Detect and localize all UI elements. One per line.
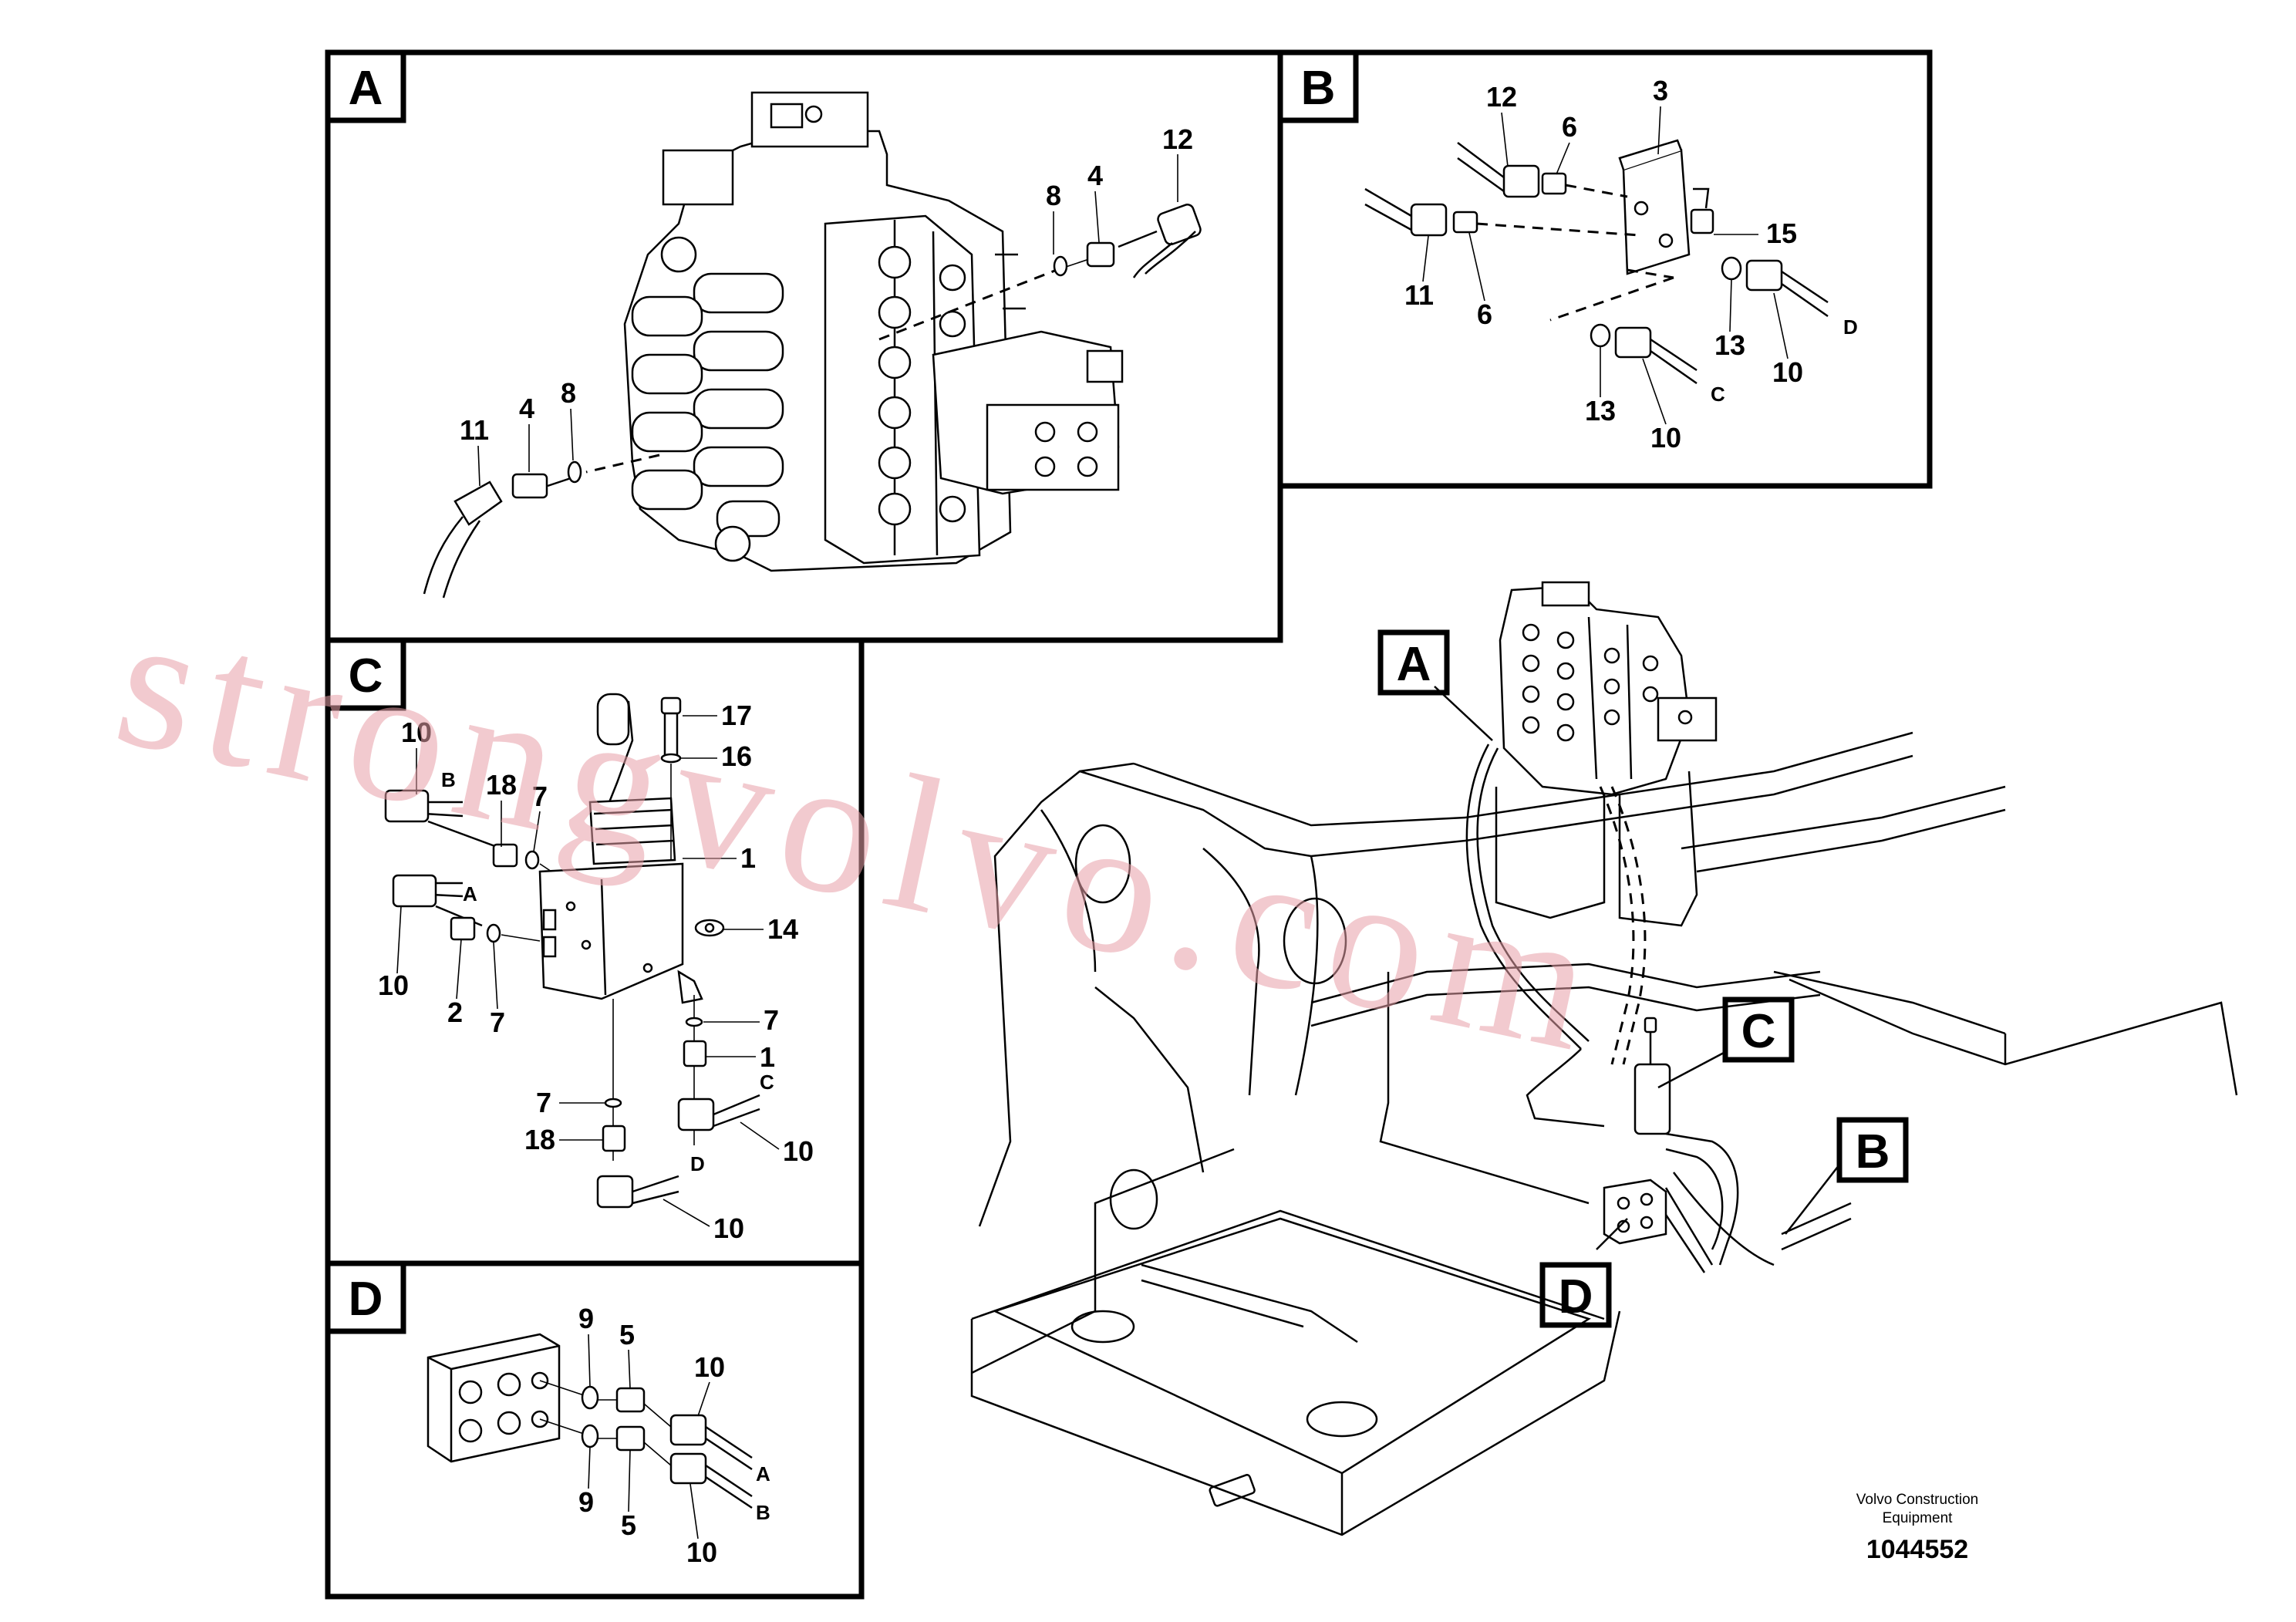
- hose-tag: C: [1711, 383, 1725, 406]
- callout-label: 6: [1477, 298, 1492, 330]
- callout-label: 13: [1585, 395, 1616, 427]
- callout-label: 10: [686, 1536, 717, 1568]
- panel-c-letter: C: [349, 649, 383, 703]
- overview-tag-a-letter: A: [1397, 638, 1431, 691]
- callout-label: 9: [578, 1303, 594, 1334]
- callout-label: 10: [713, 1212, 744, 1244]
- overview-tag-a: A: [1377, 629, 1450, 696]
- callout-label: 7: [764, 1004, 779, 1036]
- panel-b: B 12 6 3 15: [1277, 49, 1933, 489]
- panel-c-callouts: 17 16 10 B 18 7 1 A 14 10 2 7 7 1: [378, 700, 814, 1244]
- title-block: Volvo Construction Equipment 1044552: [1856, 1492, 1978, 1564]
- drawing-number: 1044552: [1866, 1535, 1968, 1564]
- hose-tag: A: [463, 882, 477, 905]
- hose-tag: B: [441, 768, 456, 791]
- callout-label: 11: [460, 414, 489, 446]
- callout-label: 8: [561, 377, 576, 409]
- hose-tag: D: [1843, 315, 1858, 339]
- company-name-line1: Volvo Construction: [1856, 1492, 1978, 1508]
- callout-label: 12: [1486, 81, 1517, 113]
- callout-label: 13: [1714, 329, 1745, 361]
- company-name-line2: Equipment: [1883, 1510, 1954, 1526]
- callout-label: 18: [524, 1124, 555, 1155]
- callout-label: 10: [378, 969, 409, 1001]
- hose-tag: D: [690, 1152, 705, 1175]
- overview-tag-c-letter: C: [1741, 1005, 1776, 1058]
- callout-label: 12: [1162, 123, 1193, 155]
- callout-label: 7: [536, 1087, 551, 1118]
- panel-c: C: [325, 637, 865, 1266]
- callout-label: 15: [1766, 218, 1797, 249]
- control-valve-drawing: [623, 91, 1124, 572]
- callout-label: 5: [619, 1319, 635, 1351]
- callout-label: 5: [621, 1509, 636, 1541]
- callout-label: 10: [401, 717, 432, 748]
- overview-drawing: A C B D: [970, 581, 2238, 1536]
- panel-d-callouts: 9 5 10 A B 9 5 10: [578, 1303, 770, 1568]
- callout-label: 18: [486, 769, 517, 801]
- panel-b-callouts: 12 6 3 15 11 6 13 10 D 13 10 C: [1404, 75, 1858, 454]
- callout-label: 4: [519, 393, 534, 424]
- callout-label: 8: [1046, 180, 1061, 211]
- callout-label: 6: [1562, 111, 1577, 143]
- panel-a-letter: A: [349, 62, 383, 115]
- hose-tag: A: [756, 1462, 770, 1485]
- callout-label: 10: [694, 1351, 725, 1383]
- callout-label: 14: [767, 913, 798, 945]
- panel-b-letter: B: [1301, 62, 1336, 115]
- hose-tag: B: [756, 1501, 770, 1524]
- callout-label: 1: [760, 1041, 775, 1073]
- panel-d: D 9 5 10 A B 9: [325, 1260, 865, 1600]
- callout-label: 4: [1087, 160, 1103, 191]
- callout-label: 17: [721, 700, 752, 731]
- callout-label: 10: [1650, 422, 1681, 454]
- hose-tag: C: [760, 1071, 774, 1094]
- callout-label: 1: [740, 842, 756, 874]
- panel-a: A: [325, 49, 1283, 643]
- overview-tag-c: C: [1722, 996, 1795, 1063]
- callout-label: 3: [1653, 75, 1668, 106]
- overview-tag-b: B: [1836, 1117, 1909, 1183]
- overview-tag-b-letter: B: [1856, 1125, 1890, 1179]
- callout-label: 10: [783, 1135, 814, 1167]
- panel-d-letter: D: [349, 1273, 383, 1326]
- overview-tag-d: D: [1539, 1262, 1612, 1328]
- panel-a-callouts: 12 8 4 11 4 8: [460, 123, 1193, 487]
- callout-label: 2: [447, 996, 463, 1028]
- callout-label: 7: [532, 781, 548, 812]
- callout-label: 7: [490, 1007, 505, 1038]
- overview-tag-d-letter: D: [1559, 1270, 1593, 1324]
- callout-label: 16: [721, 740, 752, 772]
- callout-label: 10: [1772, 356, 1803, 388]
- callout-label: 9: [578, 1486, 594, 1518]
- callout-label: 11: [1404, 279, 1434, 311]
